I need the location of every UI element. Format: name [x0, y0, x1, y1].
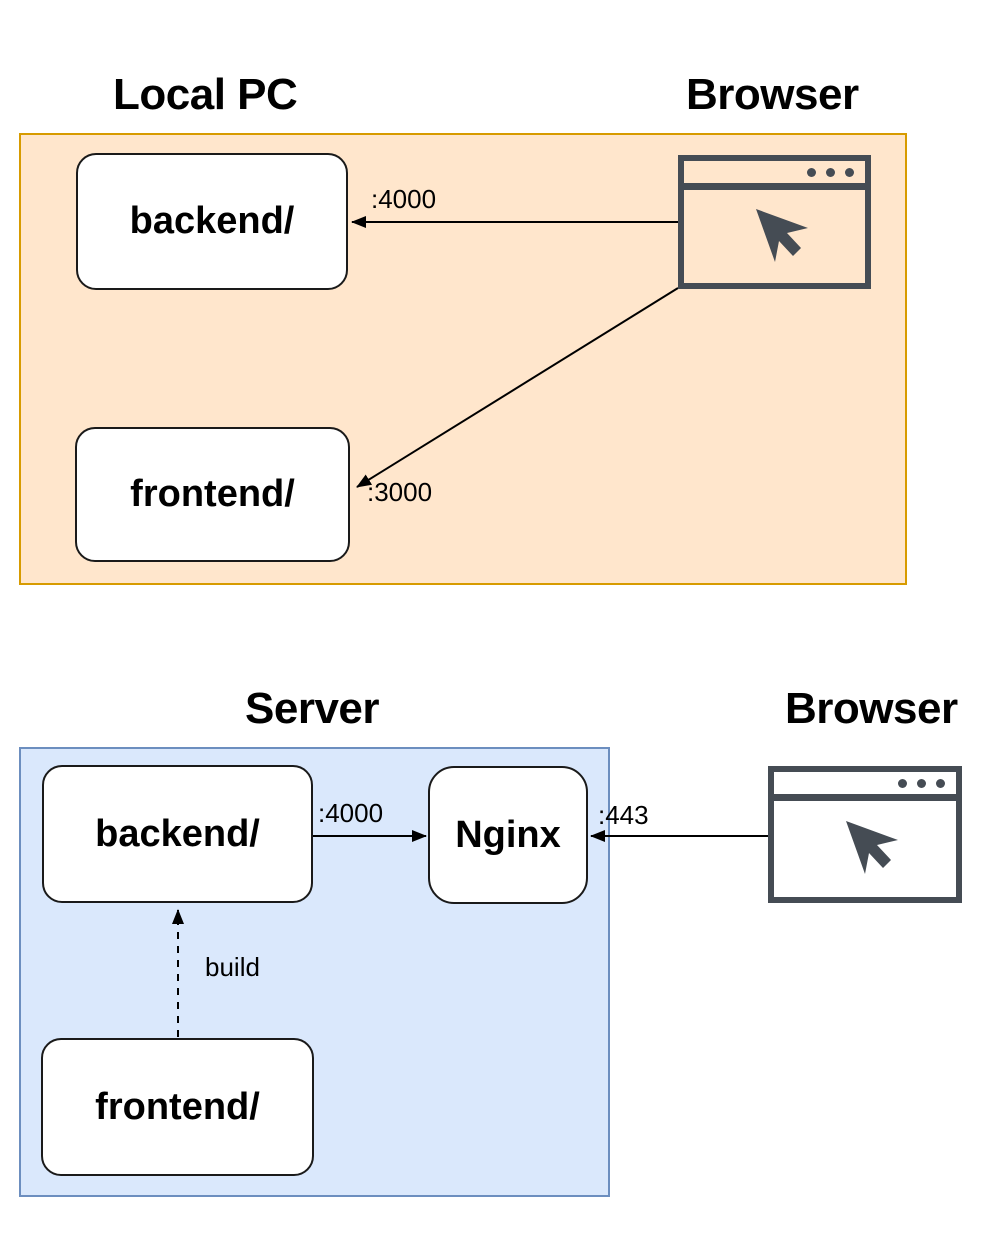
local-pc-title: Local PC — [113, 70, 298, 119]
node-nginx: Nginx — [428, 766, 588, 904]
browser-dot-icon — [898, 778, 907, 788]
browser-viewport-local — [684, 190, 865, 283]
node-nginx-label: Nginx — [455, 813, 561, 856]
cursor-icon — [846, 821, 898, 874]
node-frontend-local-label: frontend/ — [130, 473, 295, 515]
port-3000-label-local: :3000 — [367, 477, 433, 507]
cursor-icon — [755, 208, 808, 262]
browser-title-server: Browser — [785, 684, 958, 733]
browser-titlebar-local — [684, 161, 865, 190]
node-frontend-local: frontend/ — [75, 427, 350, 562]
node-backend-server: backend/ — [42, 765, 313, 903]
browser-dot-icon — [845, 167, 854, 177]
browser-titlebar-server — [774, 772, 956, 801]
browser-dot-icon — [807, 167, 816, 177]
browser-dot-icon — [917, 778, 926, 788]
build-label: build — [205, 952, 260, 982]
node-backend-server-label: backend/ — [95, 812, 260, 855]
port-4000-label-server: :4000 — [318, 798, 384, 828]
node-frontend-server-label: frontend/ — [95, 1085, 260, 1128]
node-backend-local-label: backend/ — [129, 200, 295, 242]
browser-window-icon-local — [678, 155, 871, 289]
browser-window-icon-server — [768, 766, 962, 903]
browser-dot-icon — [936, 778, 945, 788]
server-title: Server — [245, 684, 380, 733]
port-443-label: :443 — [598, 800, 649, 830]
browser-title-local: Browser — [686, 70, 859, 119]
browser-dot-icon — [826, 167, 835, 177]
browser-viewport-server — [774, 801, 956, 897]
node-backend-local: backend/ — [76, 153, 348, 290]
port-4000-label-local: :4000 — [371, 184, 437, 214]
node-frontend-server: frontend/ — [41, 1038, 314, 1176]
